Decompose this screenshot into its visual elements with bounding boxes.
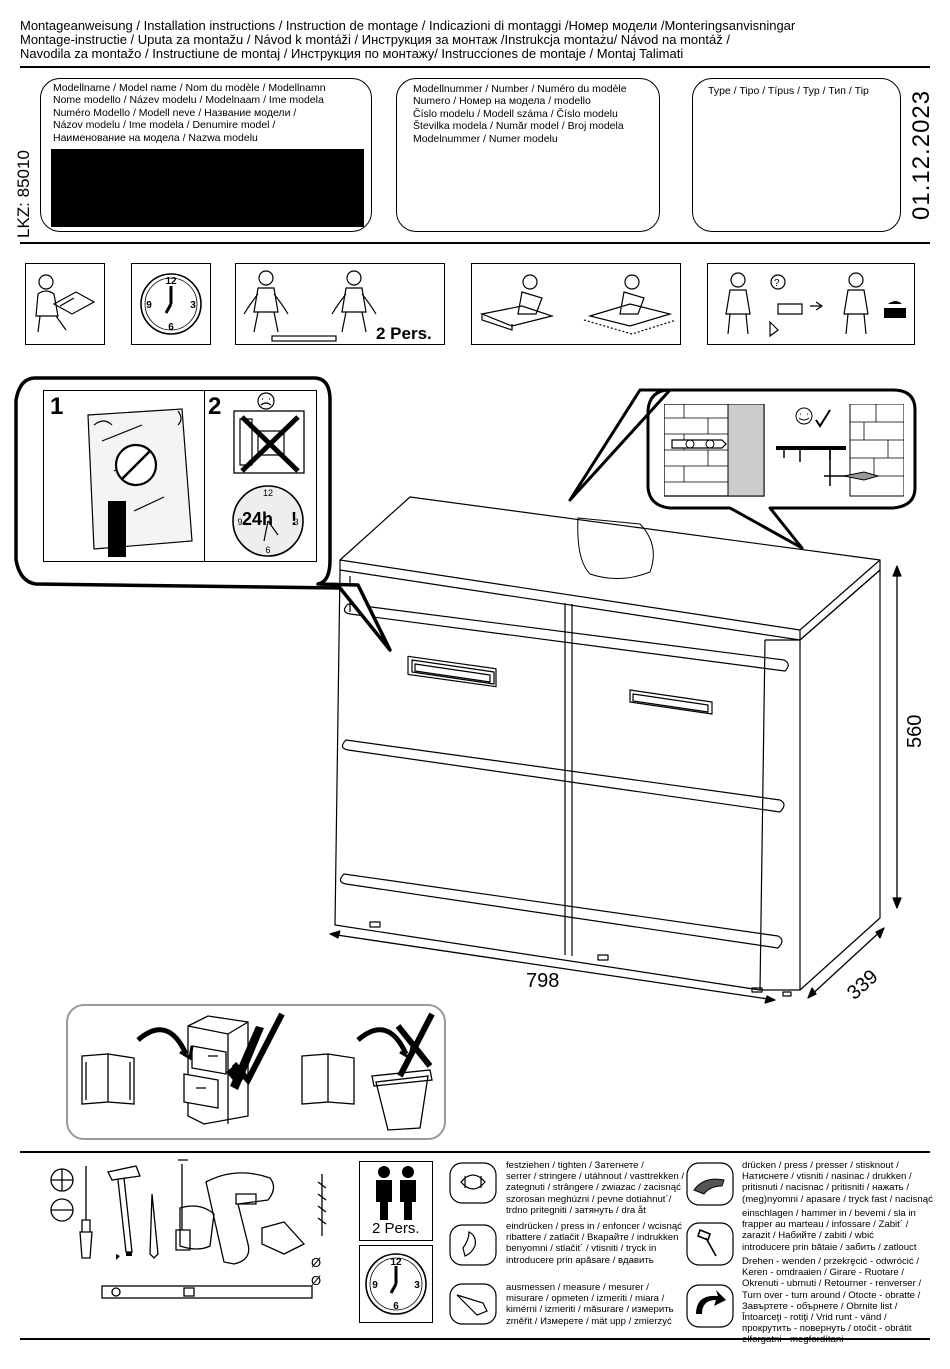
- checkmark-icon: [231, 1012, 285, 1086]
- warning-exclamation: !: [291, 509, 297, 529]
- header-line-3: Navodila za montažo / Instructiune de mo…: [20, 46, 684, 61]
- type-box: Type / Tipo / Típus / Typ / Тип / Tip: [692, 78, 901, 232]
- turn-over-icon: [686, 1284, 734, 1328]
- divider: [20, 242, 930, 244]
- page-header: Montageanweisung / Installation instruct…: [20, 19, 935, 61]
- divider: [20, 1151, 930, 1153]
- svg-text:12: 12: [390, 1257, 402, 1268]
- two-persons-panel: 2 Pers.: [359, 1161, 433, 1241]
- time-panel: 12 3 6 9: [359, 1245, 433, 1323]
- wait-24h-clock-icon: 12 3 6 9: [232, 485, 304, 557]
- turn-over-label: Drehen - wenden / przekręcić - odwrócić …: [742, 1256, 922, 1346]
- divider: [20, 66, 930, 68]
- press-in-label: eindrücken / press in / enfoncer / wcisn…: [506, 1221, 682, 1266]
- svg-text:6: 6: [393, 1301, 399, 1312]
- svg-text:6: 6: [265, 545, 270, 555]
- hammer-icon: [686, 1222, 734, 1266]
- step-2-number: 2: [208, 393, 222, 420]
- tools-needed: [50, 1159, 327, 1299]
- header-line-2: Montage-instructie / Uputa za montažu / …: [20, 32, 730, 47]
- svg-text:12: 12: [263, 488, 273, 498]
- care-instructions-panel: 1 2 12 3 6 9 24h !: [43, 390, 317, 562]
- tighten-label: festziehen / tighten / Затегнете / serre…: [506, 1160, 685, 1216]
- model-number-label: Modellnummer / Number / Numéro du modèle…: [413, 83, 627, 145]
- svg-text:6: 6: [168, 322, 174, 333]
- two-persons-label: 2 Pers.: [376, 324, 432, 343]
- clock-icon: 12 3 6 9: [365, 1253, 427, 1315]
- model-name-box: Modellname / Model name / Nom du modèle …: [40, 78, 372, 232]
- svg-text:12: 12: [165, 276, 177, 287]
- document-date: 01.12.2023: [908, 89, 935, 220]
- svg-text:?: ?: [774, 278, 780, 289]
- svg-text:3: 3: [190, 300, 196, 311]
- two-person-assembly-icon: 2 Pers.: [235, 263, 445, 345]
- keep-instructions-panel: [66, 1004, 446, 1140]
- drill-diameter-2: Ø: [311, 1273, 322, 1288]
- wait-24h-label: 24h: [242, 509, 274, 529]
- press-in-icon: [449, 1224, 497, 1266]
- missing-parts-call-icon: ?: [707, 263, 915, 345]
- lkz-code: LKZ: 85010: [14, 150, 33, 238]
- divider: [20, 1338, 930, 1340]
- press-icon: [686, 1162, 734, 1206]
- step-1-number: 1: [50, 393, 64, 420]
- drill-diameter-1: Ø: [311, 1255, 322, 1270]
- height-dimension: 560: [904, 714, 926, 748]
- two-persons-tools-label: 2 Pers.: [372, 1220, 420, 1237]
- hammer-label: einschlagen / hammer in / bevemi / sla i…: [742, 1208, 917, 1253]
- svg-text:3: 3: [414, 1280, 420, 1291]
- read-instructions-icon: [25, 263, 105, 345]
- header-line-1: Montageanweisung / Installation instruct…: [20, 18, 796, 33]
- model-name-redacted: [51, 149, 364, 227]
- no-cleaning-agents-icon: [87, 408, 193, 557]
- measure-label: ausmessen / measure / mesurer / misurare…: [506, 1282, 674, 1327]
- measure-icon: [449, 1283, 497, 1325]
- svg-text:9: 9: [237, 517, 242, 527]
- svg-text:9: 9: [146, 300, 152, 311]
- model-number-box: Modellnummer / Number / Numéro du modèle…: [396, 78, 660, 232]
- tighten-icon: [449, 1162, 497, 1204]
- wall-mounting-detail: [664, 404, 904, 497]
- time-clock-icon: 12 3 6 9: [131, 263, 211, 345]
- press-label: drücken / press / presser / stisknout / …: [742, 1160, 933, 1205]
- model-name-label: Modellname / Model name / Nom du modèle …: [53, 82, 326, 144]
- assemble-on-soft-surface-icon: [471, 263, 681, 345]
- svg-text:3: 3: [293, 517, 298, 527]
- svg-text:9: 9: [372, 1280, 378, 1291]
- no-wet-cleaning-icon: [233, 392, 305, 474]
- width-dimension: 798: [526, 970, 560, 992]
- type-label: Type / Tipo / Típus / Typ / Тип / Tip: [708, 85, 869, 97]
